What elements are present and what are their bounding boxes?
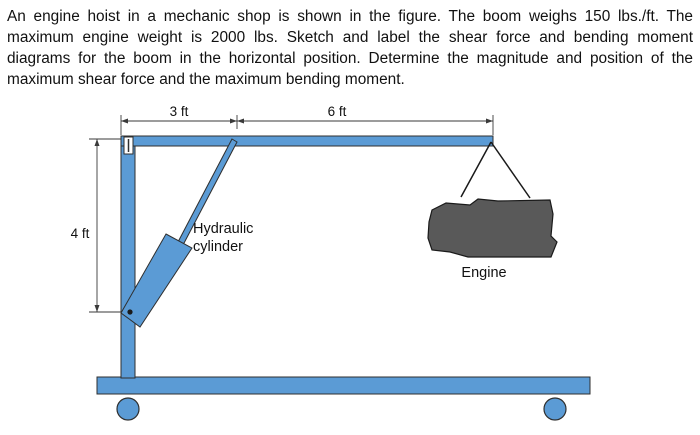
engine-block bbox=[427, 198, 558, 258]
problem-statement: An engine hoist in a mechanic shop is sh… bbox=[7, 8, 693, 88]
cylinder-label-line1: Hydraulic bbox=[193, 221, 253, 237]
engine-label: Engine bbox=[461, 265, 506, 281]
dimension-top bbox=[120, 115, 494, 135]
dimension-label-6ft: 6 ft bbox=[328, 104, 347, 119]
cylinder-label-line2: cylinder bbox=[193, 239, 243, 255]
dimension-label-3ft: 3 ft bbox=[170, 104, 189, 119]
dimension-label-4ft: 4 ft bbox=[71, 226, 90, 241]
vertical-post bbox=[120, 145, 136, 379]
hydraulic-cylinder-body bbox=[120, 233, 193, 328]
right-wheel bbox=[543, 397, 567, 421]
lifting-chains bbox=[460, 141, 531, 199]
cylinder-pin bbox=[127, 309, 133, 315]
base-rail bbox=[96, 376, 591, 395]
boom bbox=[120, 135, 494, 147]
left-wheel bbox=[116, 397, 140, 421]
dimension-vertical bbox=[89, 138, 121, 313]
